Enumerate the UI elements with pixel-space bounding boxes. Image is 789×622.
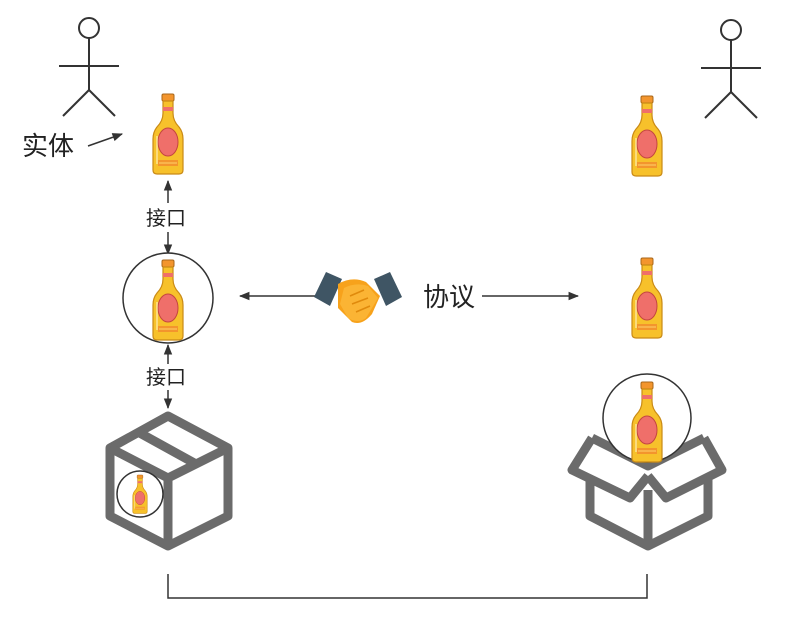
person-icon-left: [58, 17, 120, 117]
open-box-icon: [567, 433, 727, 551]
handshake-icon: [314, 272, 402, 323]
bottom-connector: [167, 574, 648, 599]
interface-top-label: 接口: [146, 206, 186, 230]
interface-bottom-label: 接口: [146, 365, 186, 389]
entity-arrow: [87, 133, 123, 147]
protocol-label: 协议: [423, 283, 475, 313]
closed-box-icon: [105, 411, 233, 551]
beer-bottle-icon-middle-right: [631, 257, 663, 339]
entity-label: 实体: [22, 132, 74, 162]
beer-bottle-icon-top-left: [152, 93, 184, 175]
person-icon-right: [700, 19, 762, 119]
beer-bottle-icon-top-right: [631, 95, 663, 177]
